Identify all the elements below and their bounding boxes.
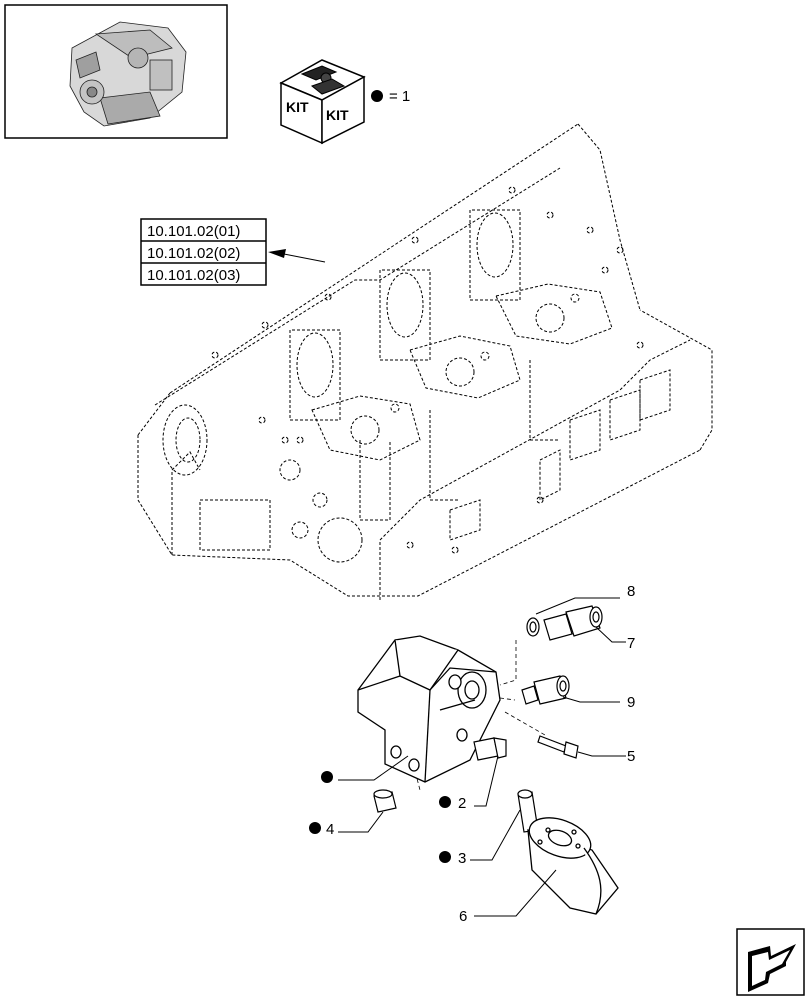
reference-box-group: 10.101.02(01) 10.101.02(02) 10.101.02(03… <box>140 218 267 286</box>
callout-7-label[interactable]: 7 <box>627 635 635 652</box>
part-5-bolt <box>537 735 579 759</box>
callout-1-kit-dot <box>321 771 333 783</box>
assembly-guide-lines <box>409 640 546 791</box>
reference-leader-arrow <box>268 249 326 263</box>
kit-equals-label: = 1 <box>389 88 410 105</box>
callout-6-label[interactable]: 6 <box>459 908 467 925</box>
kit-text-left: KIT <box>286 99 309 115</box>
callout-2-label[interactable]: 2 <box>458 795 466 812</box>
next-page-arrow-icon[interactable] <box>736 928 805 996</box>
callout-3-label[interactable]: 3 <box>458 850 466 867</box>
part-7-fitting <box>543 605 603 641</box>
callout-leaders <box>338 597 626 917</box>
callout-9-label[interactable]: 9 <box>627 694 635 711</box>
part-6-filter-cartridge <box>527 817 619 915</box>
kit-text-right: KIT <box>326 107 349 123</box>
engine-block-outline <box>137 123 713 600</box>
part-2-fitting <box>473 737 507 761</box>
callout-4-kit-dot <box>309 822 321 834</box>
filter-head-housing <box>357 635 501 783</box>
callout-2-kit-dot <box>439 796 451 808</box>
callout-5-label[interactable]: 5 <box>627 748 635 765</box>
callout-4-label[interactable]: 4 <box>326 821 334 838</box>
callout-3-kit-dot <box>439 851 451 863</box>
callout-8-label[interactable]: 8 <box>627 583 635 600</box>
reference-link-2[interactable]: 10.101.02(02) <box>147 245 240 262</box>
kit-box-icon: KIT KIT <box>279 59 366 145</box>
reference-link-3[interactable]: 10.101.02(03) <box>147 267 240 284</box>
part-8-seal-ring <box>526 617 540 637</box>
reference-link-1[interactable]: 10.101.02(01) <box>147 223 240 240</box>
part-9-fitting <box>521 675 570 705</box>
kit-dot-icon <box>371 90 383 102</box>
engine-thumbnail-icon <box>4 4 228 139</box>
part-4-plug <box>373 789 397 813</box>
